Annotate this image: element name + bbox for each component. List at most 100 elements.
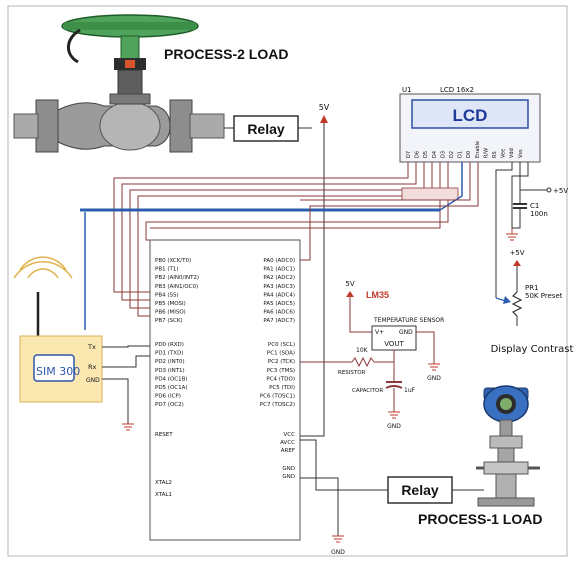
process-2-load-label: PROCESS-2 LOAD — [164, 46, 288, 62]
mcu-right-pin-label: PC7 (TOSC2) — [260, 402, 295, 408]
vcc-arrow-top — [320, 115, 328, 123]
mcu-left-pin-label: PD1 (TXD) — [155, 351, 183, 357]
mcu-left-pin-label: PD6 (ICP) — [155, 394, 181, 400]
lcd-pin-label: D3 — [440, 151, 446, 158]
diagram-frame — [7, 5, 568, 557]
lcd-vee-wire — [495, 162, 513, 298]
mcu-left-pin-label: XTAL2 — [155, 480, 172, 486]
pr1-resistor — [511, 291, 523, 317]
mcu-left-pin-label: PD3 (INT1) — [155, 368, 185, 374]
lcd-pin-label: Vee — [501, 149, 507, 158]
lcd-pin-label: D6 — [415, 151, 421, 158]
resistor-value: 10K — [356, 347, 369, 354]
ground-symbol-c1 — [506, 228, 518, 241]
mcu-right-pin-label: GND — [282, 466, 295, 472]
vcc-label-c1: +5V — [553, 187, 568, 195]
mcu-right-pin-label: GND — [282, 474, 295, 480]
display-contrast-caption: Display Contrast — [491, 344, 574, 355]
lm35-vplus-wire — [349, 297, 372, 333]
resistor-label: RESISTOR — [338, 370, 366, 376]
pr1-wiper-arrow — [503, 296, 511, 304]
mcu-right-pin-label: VCC — [284, 432, 296, 438]
sim-gnd-wire — [102, 378, 129, 424]
lcd-pin-label: D5 — [423, 151, 429, 158]
sim-card-outline — [33, 354, 75, 382]
mcu-right-pin-label: PC5 (TDI) — [269, 385, 295, 391]
mcu-right-pin-label: PC0 (SCL) — [268, 342, 295, 348]
lcd-rw-wire — [300, 162, 471, 201]
lcd-model: LCD 16x2 — [440, 86, 474, 94]
lcd-pin-label: D7 — [406, 151, 412, 158]
lm35-name: LM35 — [366, 290, 389, 300]
mcu-left-pin-label: PB1 (T1) — [155, 267, 179, 273]
mcu-left-pin-label: PB0 (XCK/T0) — [155, 258, 191, 264]
mcu-right-pin-label: PA3 (ADC3) — [263, 284, 295, 290]
process-1-load-label: PROCESS-1 LOAD — [418, 511, 542, 527]
sim-gnd-label: GND — [86, 377, 100, 384]
mcu-right-pin-label: PA2 (ADC2) — [263, 275, 295, 281]
mcu-right-pin-label: PC6 (TOSC1) — [260, 394, 295, 400]
capacitor-value: 1uF — [404, 387, 416, 394]
lcd-pin-label: D1 — [458, 151, 464, 158]
microcontroller-chip — [149, 239, 301, 541]
pr1-vcc-arrow — [513, 260, 521, 266]
vcc-label-top: 5V — [319, 103, 330, 112]
lcd-pin-label: R/W — [483, 148, 489, 158]
lcd-data-bus — [113, 162, 449, 317]
mcu-left-pin-label: PD5 (OC1A) — [155, 385, 188, 391]
mcu-left-pin-label: PB6 (MISO) — [155, 310, 186, 316]
mcu-right-pin-label: PC1 (SDA) — [267, 351, 295, 357]
relay-bottom-box — [387, 476, 453, 504]
mcu-ground-wire — [300, 477, 339, 536]
lcd-pin-label: RS — [492, 151, 498, 158]
lcd-pin-label: Enable — [475, 141, 481, 158]
lcd-pin-label: D2 — [449, 151, 455, 158]
lcd-vss-wire — [511, 162, 529, 228]
mcu-right-pin-label: AREF — [281, 448, 295, 454]
lm35-pin-gnd: GND — [399, 329, 413, 336]
mcu-right-pin-label: PC2 (TCK) — [268, 359, 295, 365]
lcd-screen — [411, 99, 529, 129]
pr1-name: PR1 — [525, 284, 539, 292]
sim-tx-label: Tx — [87, 343, 96, 351]
ground-symbol-sim — [122, 423, 134, 431]
lcd-pin-label: Vss — [518, 149, 524, 158]
ground-symbol-mcu — [332, 535, 344, 543]
mcu-right-pin-label: PC4 (TDO) — [266, 376, 295, 382]
mcu-right-pin-label: PA4 (ADC4) — [263, 292, 295, 298]
mcu-left-pin-label: PB3 (AIN1/OC0) — [155, 284, 198, 290]
mcu-left-pin-label: PB7 (SCK) — [155, 318, 183, 324]
sim-rx-wire — [102, 355, 150, 368]
mcu-right-pin-labels: PA0 (ADC0)PA1 (ADC1)PA2 (ADC2)PA3 (ADC3)… — [260, 258, 295, 480]
lm35-pin-vout: VOUT — [384, 340, 404, 348]
lcd-designator: U1 — [402, 86, 412, 94]
mcu-left-pin-label: PD2 (INT0) — [155, 359, 185, 365]
c1-name: C1 — [530, 202, 539, 210]
mcu-left-pin-label: PB5 (MOSI) — [155, 301, 186, 307]
ground-symbol-lm35 — [428, 363, 440, 371]
mcu-right-pin-label: PA7 (ADC7) — [263, 318, 295, 324]
ground-label-lm35: GND — [427, 375, 441, 382]
mcu-left-pin-label: RESET — [155, 432, 173, 438]
control-valve-icon — [13, 14, 225, 153]
lcd-pin-label: D0 — [466, 151, 472, 158]
lm35-pin-vplus: V+ — [375, 329, 384, 336]
capacitor-label: CAPACITOR — [352, 388, 383, 394]
mcu-right-pin-label: PA1 (ADC1) — [263, 267, 295, 273]
lm35-gnd-wire — [416, 331, 435, 364]
sim-label: SIM 300 — [36, 365, 80, 378]
mcu-left-pin-label: XTAL1 — [155, 492, 172, 498]
sim-rx-label: Rx — [88, 363, 97, 371]
mcu-left-pin-label: PD4 (OC1B) — [155, 376, 188, 382]
mcu-right-pin-label: PC3 (TMS) — [267, 368, 295, 374]
c1-ground-wire — [512, 208, 521, 229]
vcc-terminal-c1 — [546, 187, 552, 193]
mcu-right-pin-label: PA5 (ADC5) — [263, 301, 295, 307]
vcc-wire — [300, 123, 325, 437]
ground-symbol-capacitor — [388, 411, 400, 419]
lm35-vcc-label: 5V — [345, 280, 354, 288]
relay-bottom-wire-mcu — [300, 439, 388, 491]
